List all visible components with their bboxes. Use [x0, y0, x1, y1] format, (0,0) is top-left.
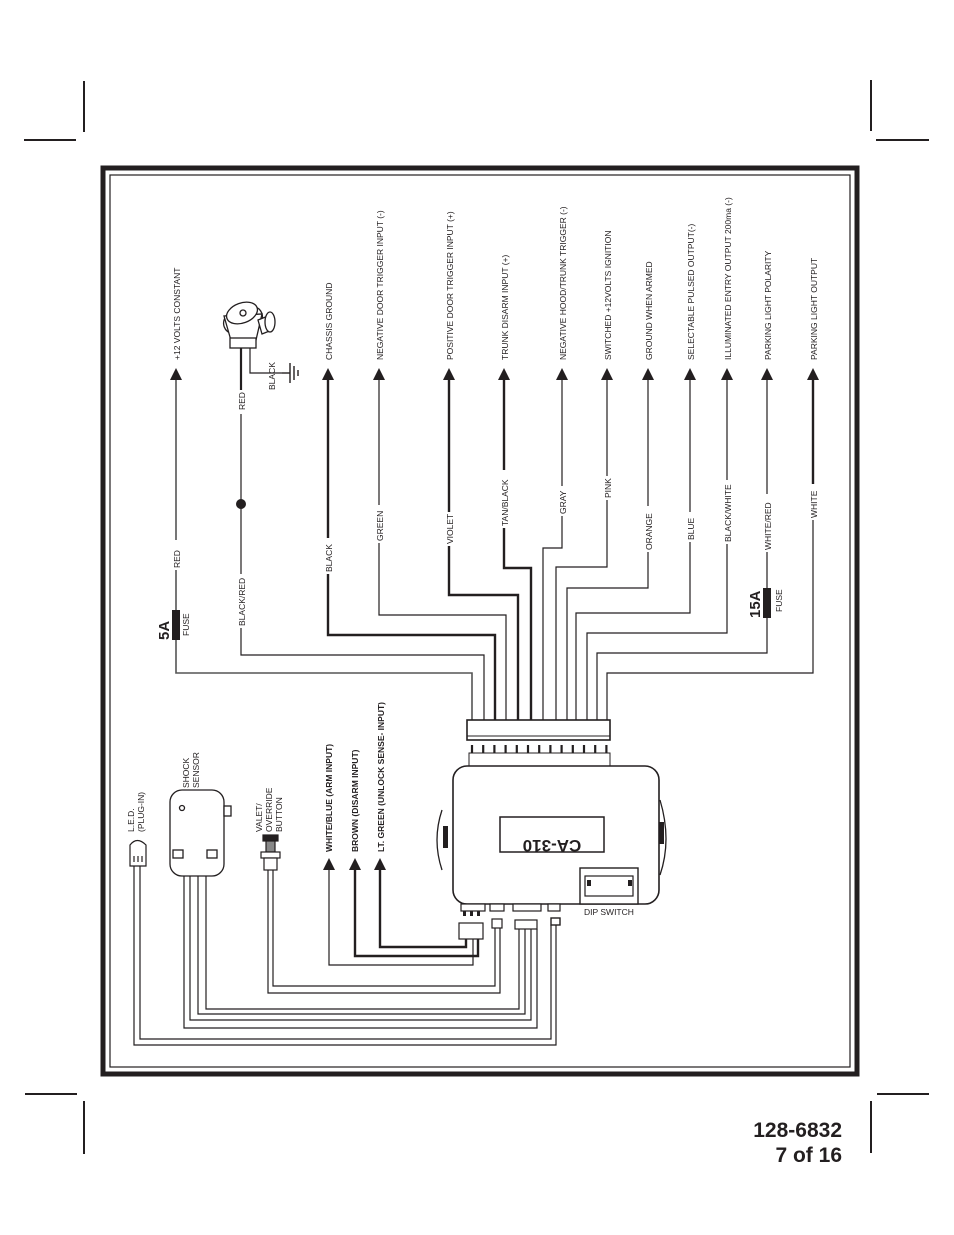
wire-function-label: SELECTABLE PULSED OUTPUT(-) [686, 223, 696, 360]
arrow-icon [601, 368, 613, 380]
crop-marks [24, 80, 929, 1154]
wire-color-label: BLUE [686, 517, 696, 540]
main-harness-wires [170, 320, 819, 720]
aux-input-label: LT. GREEN (UNLOCK SENSE- INPUT) [376, 702, 386, 852]
junction-dot [236, 499, 246, 509]
arrow-icon [498, 368, 510, 380]
fuse-15a-icon [763, 588, 771, 618]
main-harness-connector [466, 719, 611, 768]
wire-function-label: TRUNK DISARM INPUT (+) [500, 254, 510, 360]
fuse-5a-label: FUSE [181, 613, 191, 636]
wire-function-label: POSITIVE DOOR TRIGGER INPUT (+) [445, 211, 455, 360]
valet-button-icon [260, 834, 281, 871]
arrow-icon [684, 368, 696, 380]
wire-function-label: NEGATIVE DOOR TRIGGER INPUT (-) [375, 210, 385, 360]
shock-sensor-label: SHOCK [181, 757, 191, 788]
shock-sensor-label: SENSOR [191, 752, 201, 788]
wire-function-label: NEGATIVE HOOD/TRUNK TRIGGER (-) [558, 206, 568, 360]
wire-function-label: ILLUMINATED ENTRY OUTPUT 200ma (-) [723, 197, 733, 360]
wire-color-label: GREEN [375, 511, 385, 541]
wire-color-label: WHITE/RED [763, 502, 773, 550]
alarm-module: CA-310 DIP SWITCH [436, 765, 667, 940]
wire-color-label: BLACK [324, 544, 334, 572]
wire-color-label: GRAY [558, 490, 568, 514]
wire-color-label: ORANGE [644, 513, 654, 550]
arrow-icon [323, 858, 335, 870]
wire-color-label: WHITE [809, 490, 819, 518]
outer-frame [100, 165, 860, 1077]
arrow-icon [443, 368, 455, 380]
fuse-5a-rating: 5A [156, 621, 173, 640]
arrow-icon [642, 368, 654, 380]
page-number: 7 of 16 [775, 1144, 842, 1167]
wire-function-label: SWITCHED +12VOLTS IGNITION [603, 231, 613, 361]
wire-color-label: VIOLET [445, 514, 455, 544]
aux-input-label: BROWN (DISARM INPUT) [350, 749, 360, 852]
inner-frame [109, 174, 851, 1068]
aux-input-label: WHITE/BLUE (ARM INPUT) [324, 744, 334, 852]
wire-color-label: BLACK/RED [237, 578, 247, 626]
wire-function-label: +12 VOLTS CONSTANT [172, 268, 182, 361]
arrow-icon [721, 368, 733, 380]
fuse-5a-icon [172, 610, 180, 640]
arrow-icon [556, 368, 568, 380]
dip-switch-label: DIP SWITCH [584, 907, 634, 917]
fuse-15a-label: FUSE [774, 589, 784, 612]
wire-function-label: GROUND WHEN ARMED [644, 261, 654, 360]
siren-red-label: RED [237, 392, 247, 410]
shock-sensor-icon [169, 789, 232, 877]
arrow-icon [349, 858, 361, 870]
wire-color-label: PINK [603, 478, 613, 498]
wire-function-label: PARKING LIGHT POLARITY [763, 250, 773, 360]
wire-function-label: CHASSIS GROUND [324, 283, 334, 360]
siren-black-label: BLACK [267, 362, 277, 390]
valet-label: BUTTON [274, 797, 284, 832]
arrow-icon [807, 368, 819, 380]
valet-label: VALET/ [254, 803, 264, 832]
aux-input-wires [133, 858, 557, 1046]
led-label: L.E.D. [126, 808, 136, 832]
fuse-15a-rating: 15A [747, 590, 764, 618]
siren-icon [222, 301, 276, 349]
arrow-icon [373, 368, 385, 380]
page-footer: 128-6832 7 of 16 [753, 1118, 842, 1168]
part-number: 128-6832 [753, 1119, 842, 1142]
valet-label: OVERRIDE [264, 787, 274, 832]
module-model-label: CA-310 [523, 836, 582, 855]
led-icon [129, 839, 147, 867]
wire-function-label: PARKING LIGHT OUTPUT [809, 258, 819, 360]
arrow-icon [170, 368, 182, 380]
wire-color-label: BLACK/WHITE [723, 484, 733, 542]
wire-color-label: TAN/BLACK [500, 479, 510, 526]
wire-color-label: RED [172, 550, 182, 568]
arrow-icon [761, 368, 773, 380]
led-label: (PLUG-IN) [136, 792, 146, 832]
arrow-icon [374, 858, 386, 870]
ground-icon [282, 363, 299, 383]
arrow-icon [322, 368, 334, 380]
